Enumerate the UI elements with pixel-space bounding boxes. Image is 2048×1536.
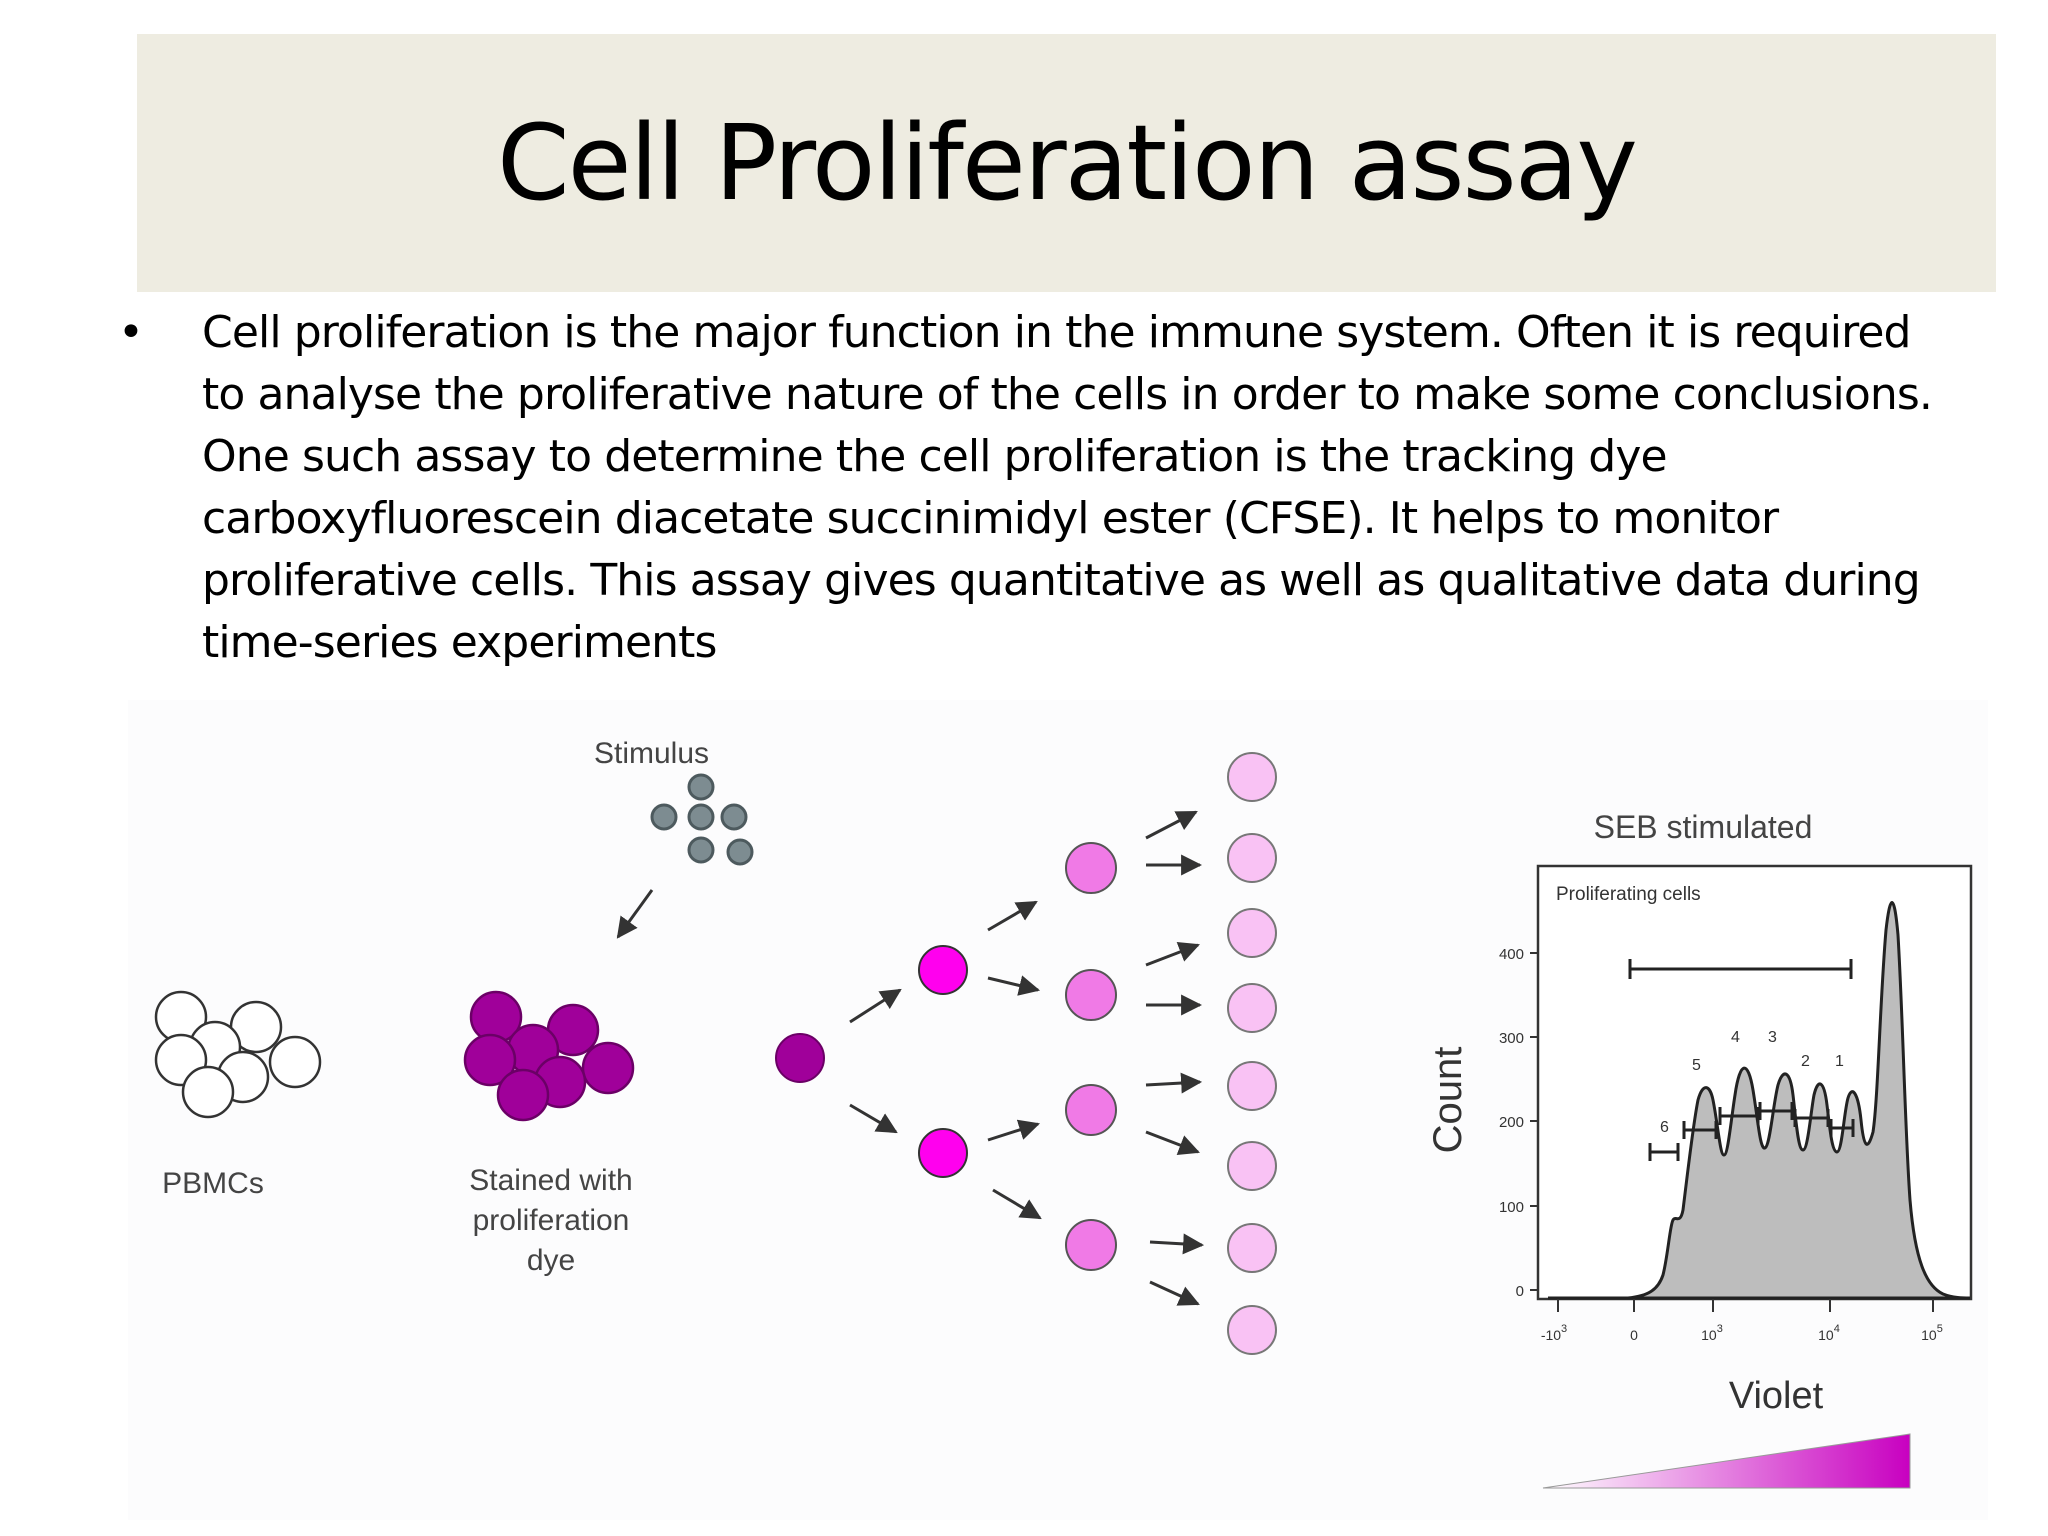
peak-label: 2 (1801, 1053, 1810, 1070)
gen3-cell (1227, 983, 1277, 1033)
x-axis-label: Violet (1729, 1375, 1824, 1417)
histogram-title: SEB stimulated (1594, 809, 1813, 845)
gen3-cell (1227, 1141, 1277, 1191)
parent-cell (775, 1033, 825, 1083)
x-tick-label: 103 (1701, 1323, 1723, 1343)
stimulus-arrow (616, 889, 654, 939)
stained-cells (463, 990, 635, 1122)
y-tick-label: 300 (1499, 1030, 1524, 1047)
bullet-paragraph: Cell proliferation is the major function… (202, 307, 1933, 668)
x-tick-label: 105 (1921, 1323, 1943, 1343)
x-tick-label: 104 (1818, 1323, 1840, 1343)
bullet-marker: • (118, 307, 144, 358)
peak-label: 5 (1692, 1057, 1701, 1074)
stained-label-line2: proliferation (473, 1204, 630, 1237)
gen3-cell (1227, 1223, 1277, 1273)
x-tick-label: -103 (1541, 1323, 1567, 1343)
y-tick-label: 200 (1499, 1114, 1524, 1131)
gen2-cell (1065, 969, 1117, 1021)
peak-label: 6 (1660, 1119, 1669, 1136)
y-tick-label: 0 (1516, 1283, 1524, 1300)
gen3-cell (1227, 833, 1277, 883)
peak-label: 3 (1768, 1029, 1777, 1046)
gen2-cell (1065, 842, 1117, 894)
x-axis-ticks (1557, 1299, 1934, 1312)
dye-intensity-wedge (1542, 1433, 1911, 1489)
gen3-cell (1227, 908, 1277, 958)
stained-label-line1: Stained with (469, 1164, 632, 1197)
gate-label: Proliferating cells (1556, 884, 1701, 905)
gen1-cell (918, 945, 968, 995)
gen2-cell (1065, 1219, 1117, 1271)
cfse-histogram: SEB stimulated Proliferating cells (1426, 809, 1973, 1489)
gate-bars (1628, 959, 1855, 1161)
stimulus-label: Stimulus (594, 737, 709, 770)
pbmcs-label: PBMCs (162, 1167, 264, 1200)
peak-label: 4 (1731, 1029, 1740, 1046)
y-tick-label: 100 (1499, 1199, 1524, 1216)
gen3-cell (1227, 1061, 1277, 1111)
peak-label: 1 (1835, 1053, 1844, 1070)
x-tick-label: 0 (1630, 1327, 1638, 1343)
y-axis-ticks (1530, 952, 1538, 1291)
proliferation-figure: Stimulus PBMCs (128, 700, 1988, 1520)
pbmc-cells (154, 990, 322, 1119)
stimulus-particles (650, 773, 754, 866)
gen2-cell (1065, 1084, 1117, 1136)
y-axis-label: Count (1426, 1047, 1470, 1154)
gen1-cell (918, 1128, 968, 1178)
gen3-cell (1227, 1305, 1277, 1355)
stained-label-line3: dye (527, 1244, 575, 1277)
gen3-cell (1227, 752, 1277, 802)
slide-title: Cell Proliferation assay (497, 102, 1638, 224)
y-tick-label: 400 (1499, 946, 1524, 963)
division-tree (775, 752, 1277, 1355)
histogram-curve (1548, 901, 1971, 1300)
title-band: Cell Proliferation assay (137, 34, 1996, 292)
figure-svg: Stimulus PBMCs (154, 737, 1973, 1489)
